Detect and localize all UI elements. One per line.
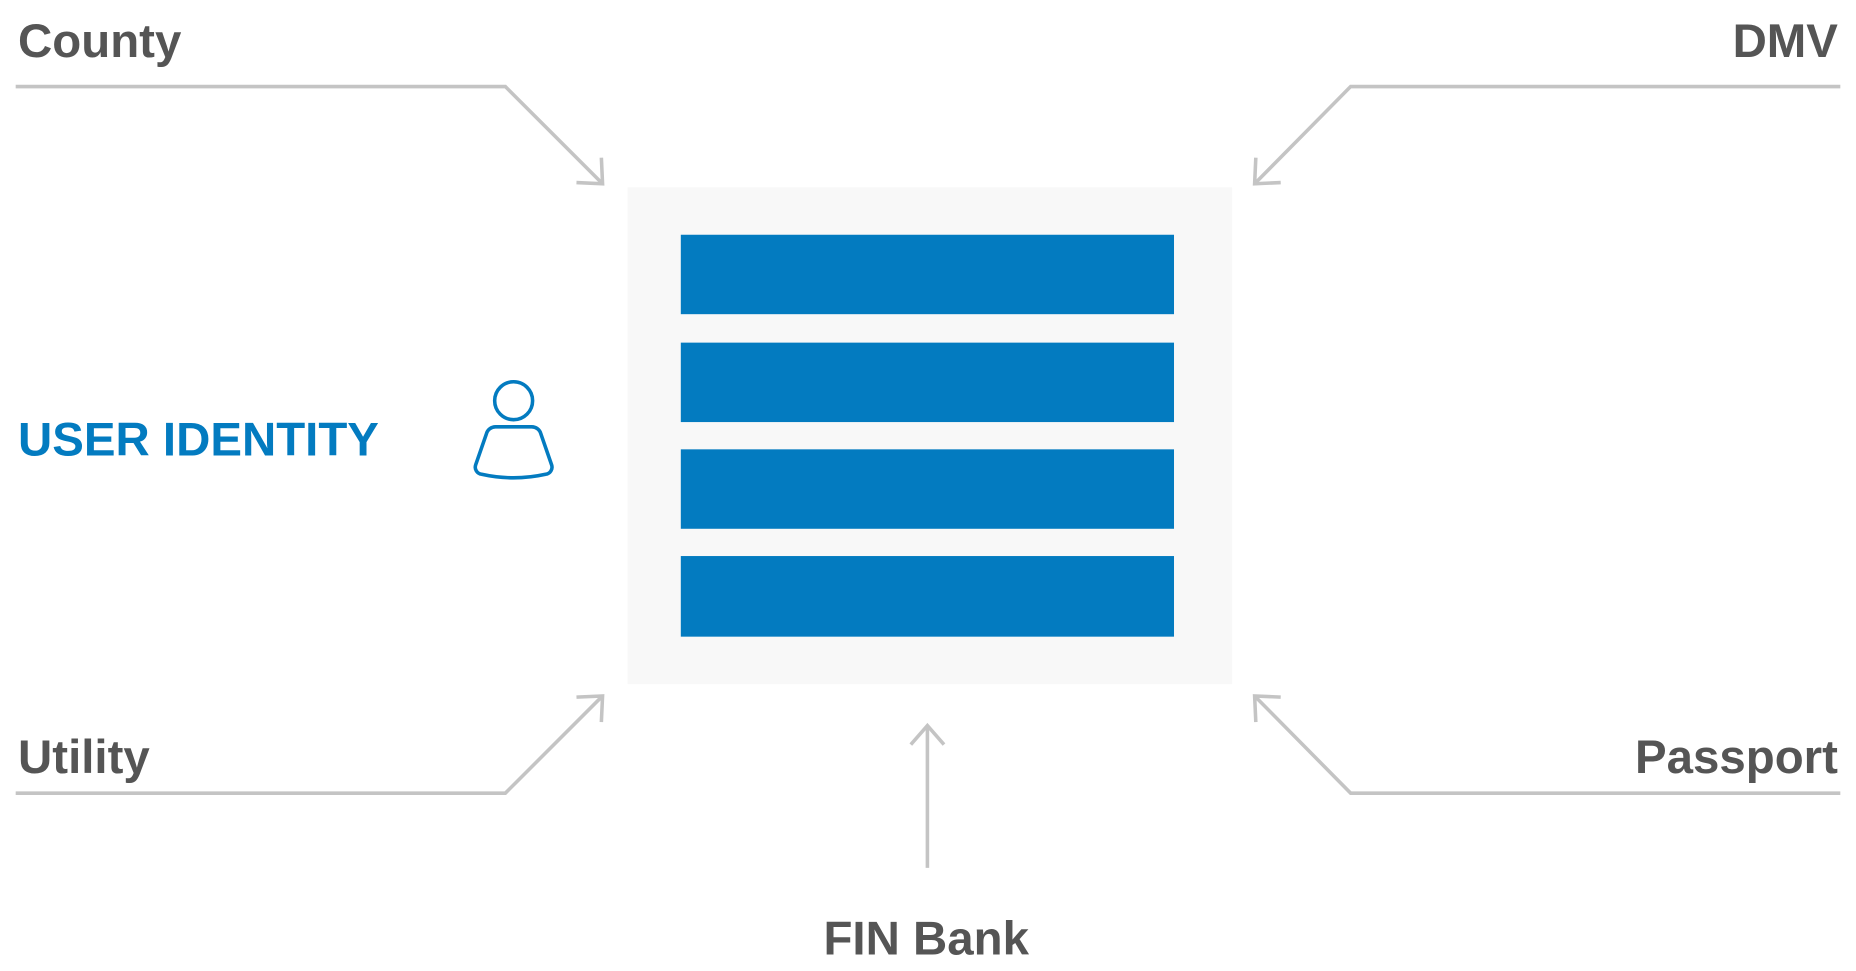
passport-arrow [1252, 694, 1841, 795]
county-label: County [18, 15, 182, 68]
user-identity-label: USER IDENTITY [18, 413, 379, 466]
record-bar [680, 342, 1175, 423]
utility-label: Utility [18, 731, 150, 784]
county-arrow [15, 84, 605, 186]
fin-bank-arrow [909, 722, 946, 868]
utility-arrow [15, 694, 605, 795]
person-icon [473, 379, 554, 480]
record-bar [680, 234, 1175, 315]
dmv-label: DMV [1733, 15, 1839, 68]
passport-label: Passport [1635, 731, 1838, 784]
fin-bank-label: FIN Bank [823, 912, 1029, 965]
record-bar [680, 556, 1175, 637]
record-bar [680, 449, 1175, 529]
dmv-arrow [1252, 84, 1841, 186]
